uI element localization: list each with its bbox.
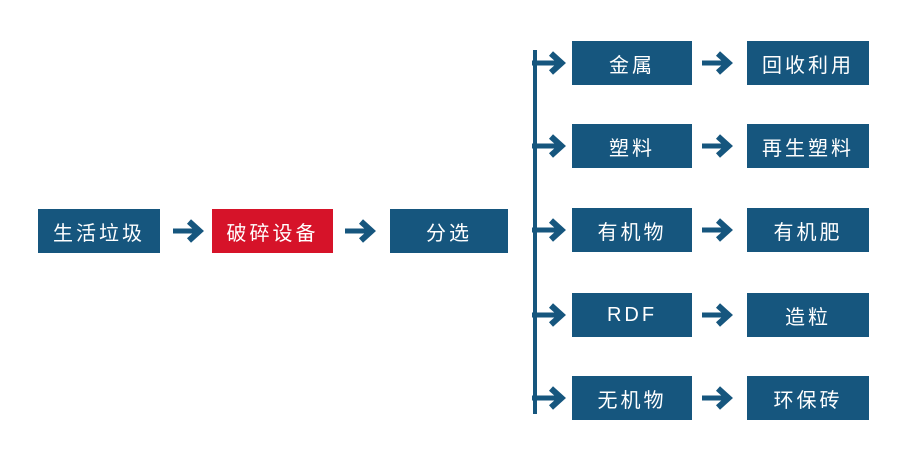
node-sorting-label: 分选 [426, 222, 472, 245]
branch-arrow-right-icon [532, 51, 566, 75]
branch-row-plastic: 塑料 再生塑料 [532, 124, 869, 168]
node-plastic-label: 塑料 [609, 137, 655, 160]
node-organic-fertilizer-label: 有机肥 [773, 221, 843, 244]
branch-row-metal: 金属 回收利用 [532, 41, 869, 85]
node-granulation: 造粒 [747, 293, 869, 337]
node-eco-brick-label: 环保砖 [773, 389, 843, 412]
node-sorting: 分选 [390, 209, 508, 253]
node-inorganic-matter: 无机物 [572, 376, 692, 420]
node-eco-brick: 环保砖 [747, 376, 869, 420]
node-recycled-plastic: 再生塑料 [747, 124, 869, 168]
node-recycling-label: 回收利用 [762, 54, 854, 77]
node-rdf-label: RDF [606, 303, 658, 326]
branch-row-rdf: RDF 造粒 [532, 293, 869, 337]
node-organic-matter-label: 有机物 [597, 221, 667, 244]
node-crushing-equipment-label: 破碎设备 [226, 222, 319, 245]
node-rdf: RDF [572, 293, 692, 337]
node-granulation-label: 造粒 [785, 306, 831, 329]
node-household-waste-label: 生活垃圾 [53, 222, 145, 245]
main-flow-row: 生活垃圾 破碎设备 分选 [38, 209, 508, 253]
arrow-right-icon [702, 303, 733, 327]
branch-arrow-right-icon [532, 303, 566, 327]
node-plastic: 塑料 [572, 124, 692, 168]
arrow-right-icon [702, 218, 733, 242]
arrow-right-icon [702, 386, 733, 410]
node-crushing-equipment: 破碎设备 [212, 209, 333, 253]
node-recycled-plastic-label: 再生塑料 [762, 137, 854, 160]
branch-arrow-right-icon [532, 218, 566, 242]
branch-arrow-right-icon [532, 134, 566, 158]
branch-arrow-right-icon [532, 386, 566, 410]
arrow-right-icon [345, 219, 376, 243]
branch-row-organic: 有机物 有机肥 [532, 208, 869, 252]
node-metal-label: 金属 [609, 54, 655, 77]
arrow-right-icon [702, 51, 733, 75]
node-metal: 金属 [572, 41, 692, 85]
node-organic-matter: 有机物 [572, 208, 692, 252]
node-recycling: 回收利用 [747, 41, 869, 85]
node-household-waste: 生活垃圾 [38, 209, 160, 253]
branch-row-inorganic: 无机物 环保砖 [532, 376, 869, 420]
arrow-right-icon [173, 219, 204, 243]
node-organic-fertilizer: 有机肥 [747, 208, 869, 252]
arrow-right-icon [702, 134, 733, 158]
node-inorganic-matter-label: 无机物 [597, 389, 667, 412]
